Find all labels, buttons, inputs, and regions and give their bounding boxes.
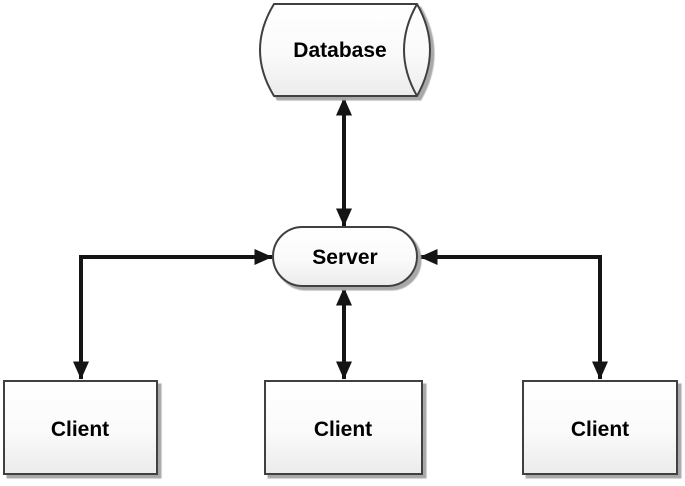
client-right-node: Client	[522, 380, 678, 475]
server-label: Server	[312, 246, 377, 269]
database-node: Database	[259, 3, 431, 97]
connector-server-client-right	[419, 249, 608, 380]
connector-server-client-left	[73, 249, 273, 380]
server-node: Server	[272, 226, 418, 287]
client-left-label: Client	[51, 418, 109, 441]
client-middle-label: Client	[314, 418, 372, 441]
client-left-node: Client	[3, 380, 158, 475]
client-middle-shape	[264, 380, 423, 475]
database-cap-rim	[403, 3, 418, 97]
client-left-shape	[3, 380, 158, 475]
server-shape	[272, 226, 418, 287]
client-right-label: Client	[571, 418, 629, 441]
client-right-shape	[522, 380, 678, 475]
client-middle-node: Client	[264, 380, 423, 475]
database-label: Database	[293, 39, 386, 62]
